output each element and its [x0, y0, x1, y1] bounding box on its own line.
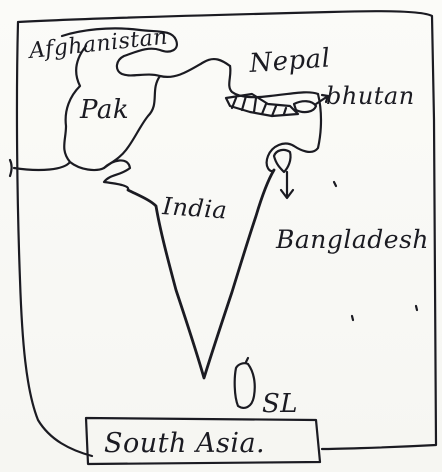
- label-bangladesh: Bangladesh: [275, 225, 429, 254]
- label-bhutan: bhutan: [326, 82, 415, 110]
- map-frame: [15, 10, 438, 458]
- bhutan-arrow: [314, 93, 330, 106]
- stray-mark-1: [332, 180, 338, 188]
- india-north-border: [228, 64, 320, 99]
- bangladesh-pointer: [279, 170, 295, 200]
- label-sri-lanka: SL: [262, 389, 298, 419]
- label-pakistan: Pak: [79, 95, 129, 125]
- nepal-hatch: [230, 94, 288, 118]
- sri-lanka-mark: [244, 356, 250, 364]
- caption-south-asia: South Asia.: [104, 428, 265, 459]
- afghanistan-border: [60, 27, 232, 78]
- label-nepal: Nepal: [247, 43, 331, 79]
- stray-mark-2: [350, 314, 355, 322]
- stray-mark-3: [414, 304, 419, 312]
- bangladesh-shape: [272, 148, 292, 174]
- pak-india-boundary: [102, 74, 162, 170]
- label-india: India: [161, 192, 229, 225]
- india-outline: [126, 168, 276, 380]
- bhutan-shape: [292, 100, 318, 114]
- pakistan-border: [8, 44, 132, 192]
- sri-lanka-shape: [233, 362, 256, 409]
- nepal-shape: [224, 92, 300, 118]
- label-afghanistan: Afghanistan: [26, 25, 169, 65]
- caption-box: [84, 416, 322, 466]
- northeast-india-outline: [265, 92, 323, 173]
